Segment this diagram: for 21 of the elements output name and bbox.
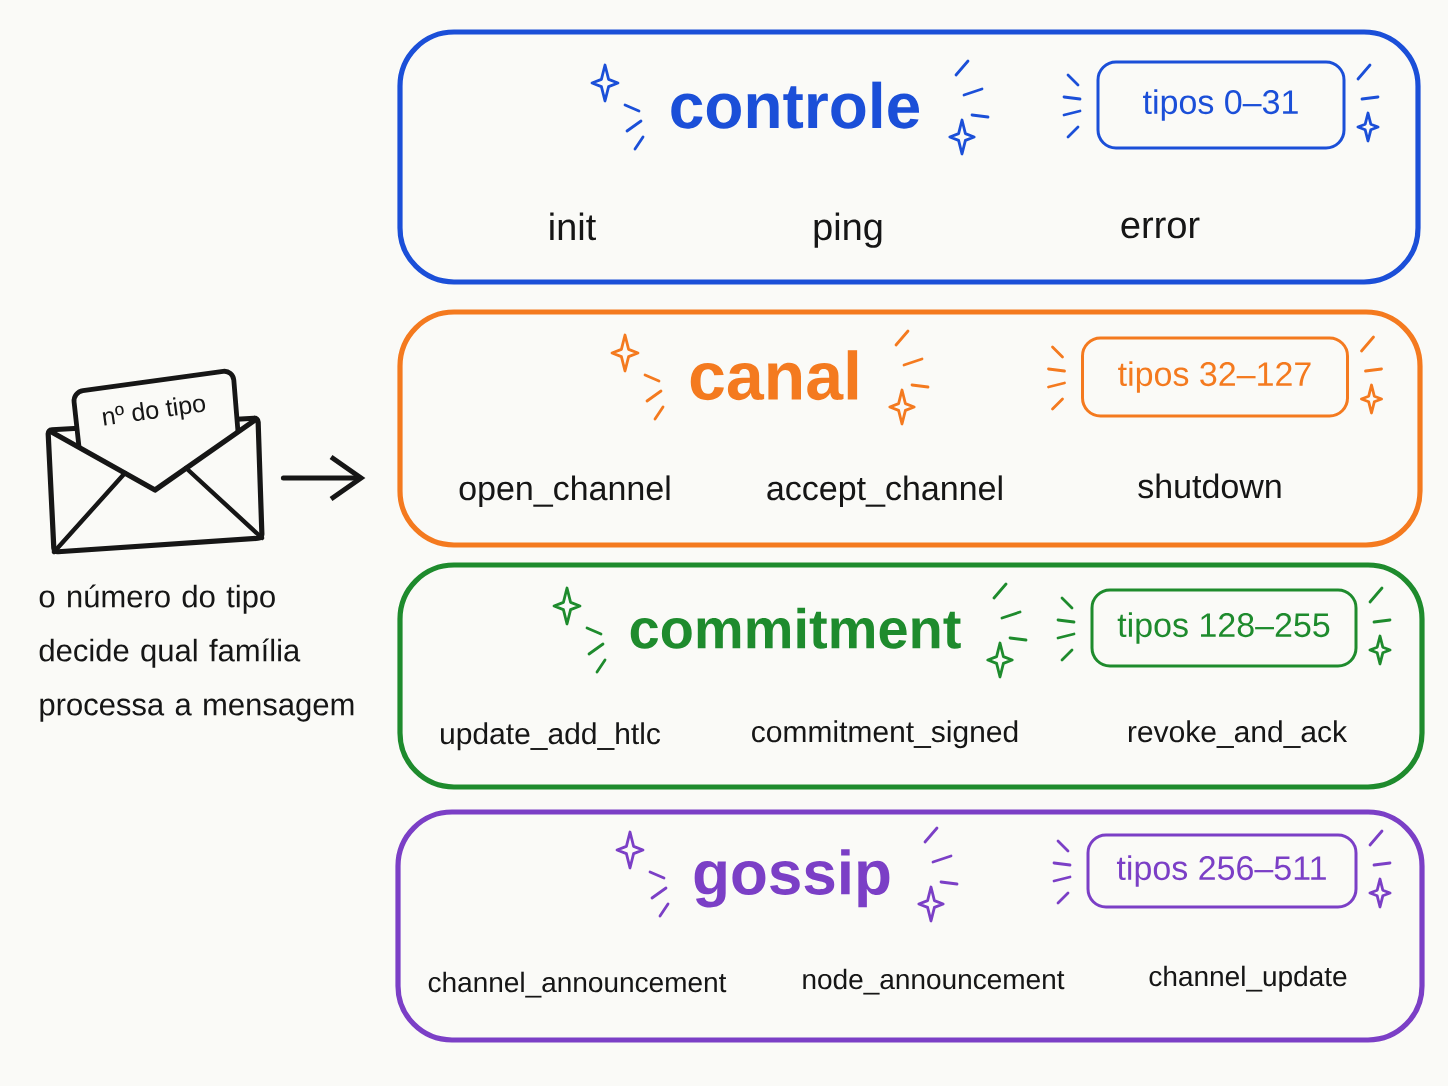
family-title: canal [690, 350, 858, 401]
message-label: channel_update [1149, 965, 1347, 992]
message-label: ping [814, 212, 882, 248]
message-label: accept_channel [767, 475, 1002, 508]
message-label: channel_announcement [428, 971, 727, 998]
range-badge: tipos 256–511 [1086, 833, 1358, 909]
message-label: update_add_htlc [441, 722, 661, 751]
message-label: revoke_and_ack [1128, 720, 1348, 748]
family-title: gossip [694, 849, 890, 908]
message-label: init [550, 212, 596, 241]
range-badge: tipos 128–255 [1090, 588, 1358, 668]
family-title: controle [671, 81, 920, 129]
range-badge: tipos 0–31 [1096, 60, 1346, 150]
caption-text: o número do tipo decide qual família processa a mensagem [39, 584, 354, 722]
message-label: open_channel [459, 475, 670, 508]
message-label: node_announcement [803, 968, 1065, 995]
family-title: commitment [630, 607, 961, 649]
range-badge: tipos 32–127 [1081, 336, 1349, 418]
message-label: commitment_signed [752, 720, 1018, 749]
message-label: error [1121, 217, 1200, 239]
message-label: shutdown [1138, 473, 1281, 499]
